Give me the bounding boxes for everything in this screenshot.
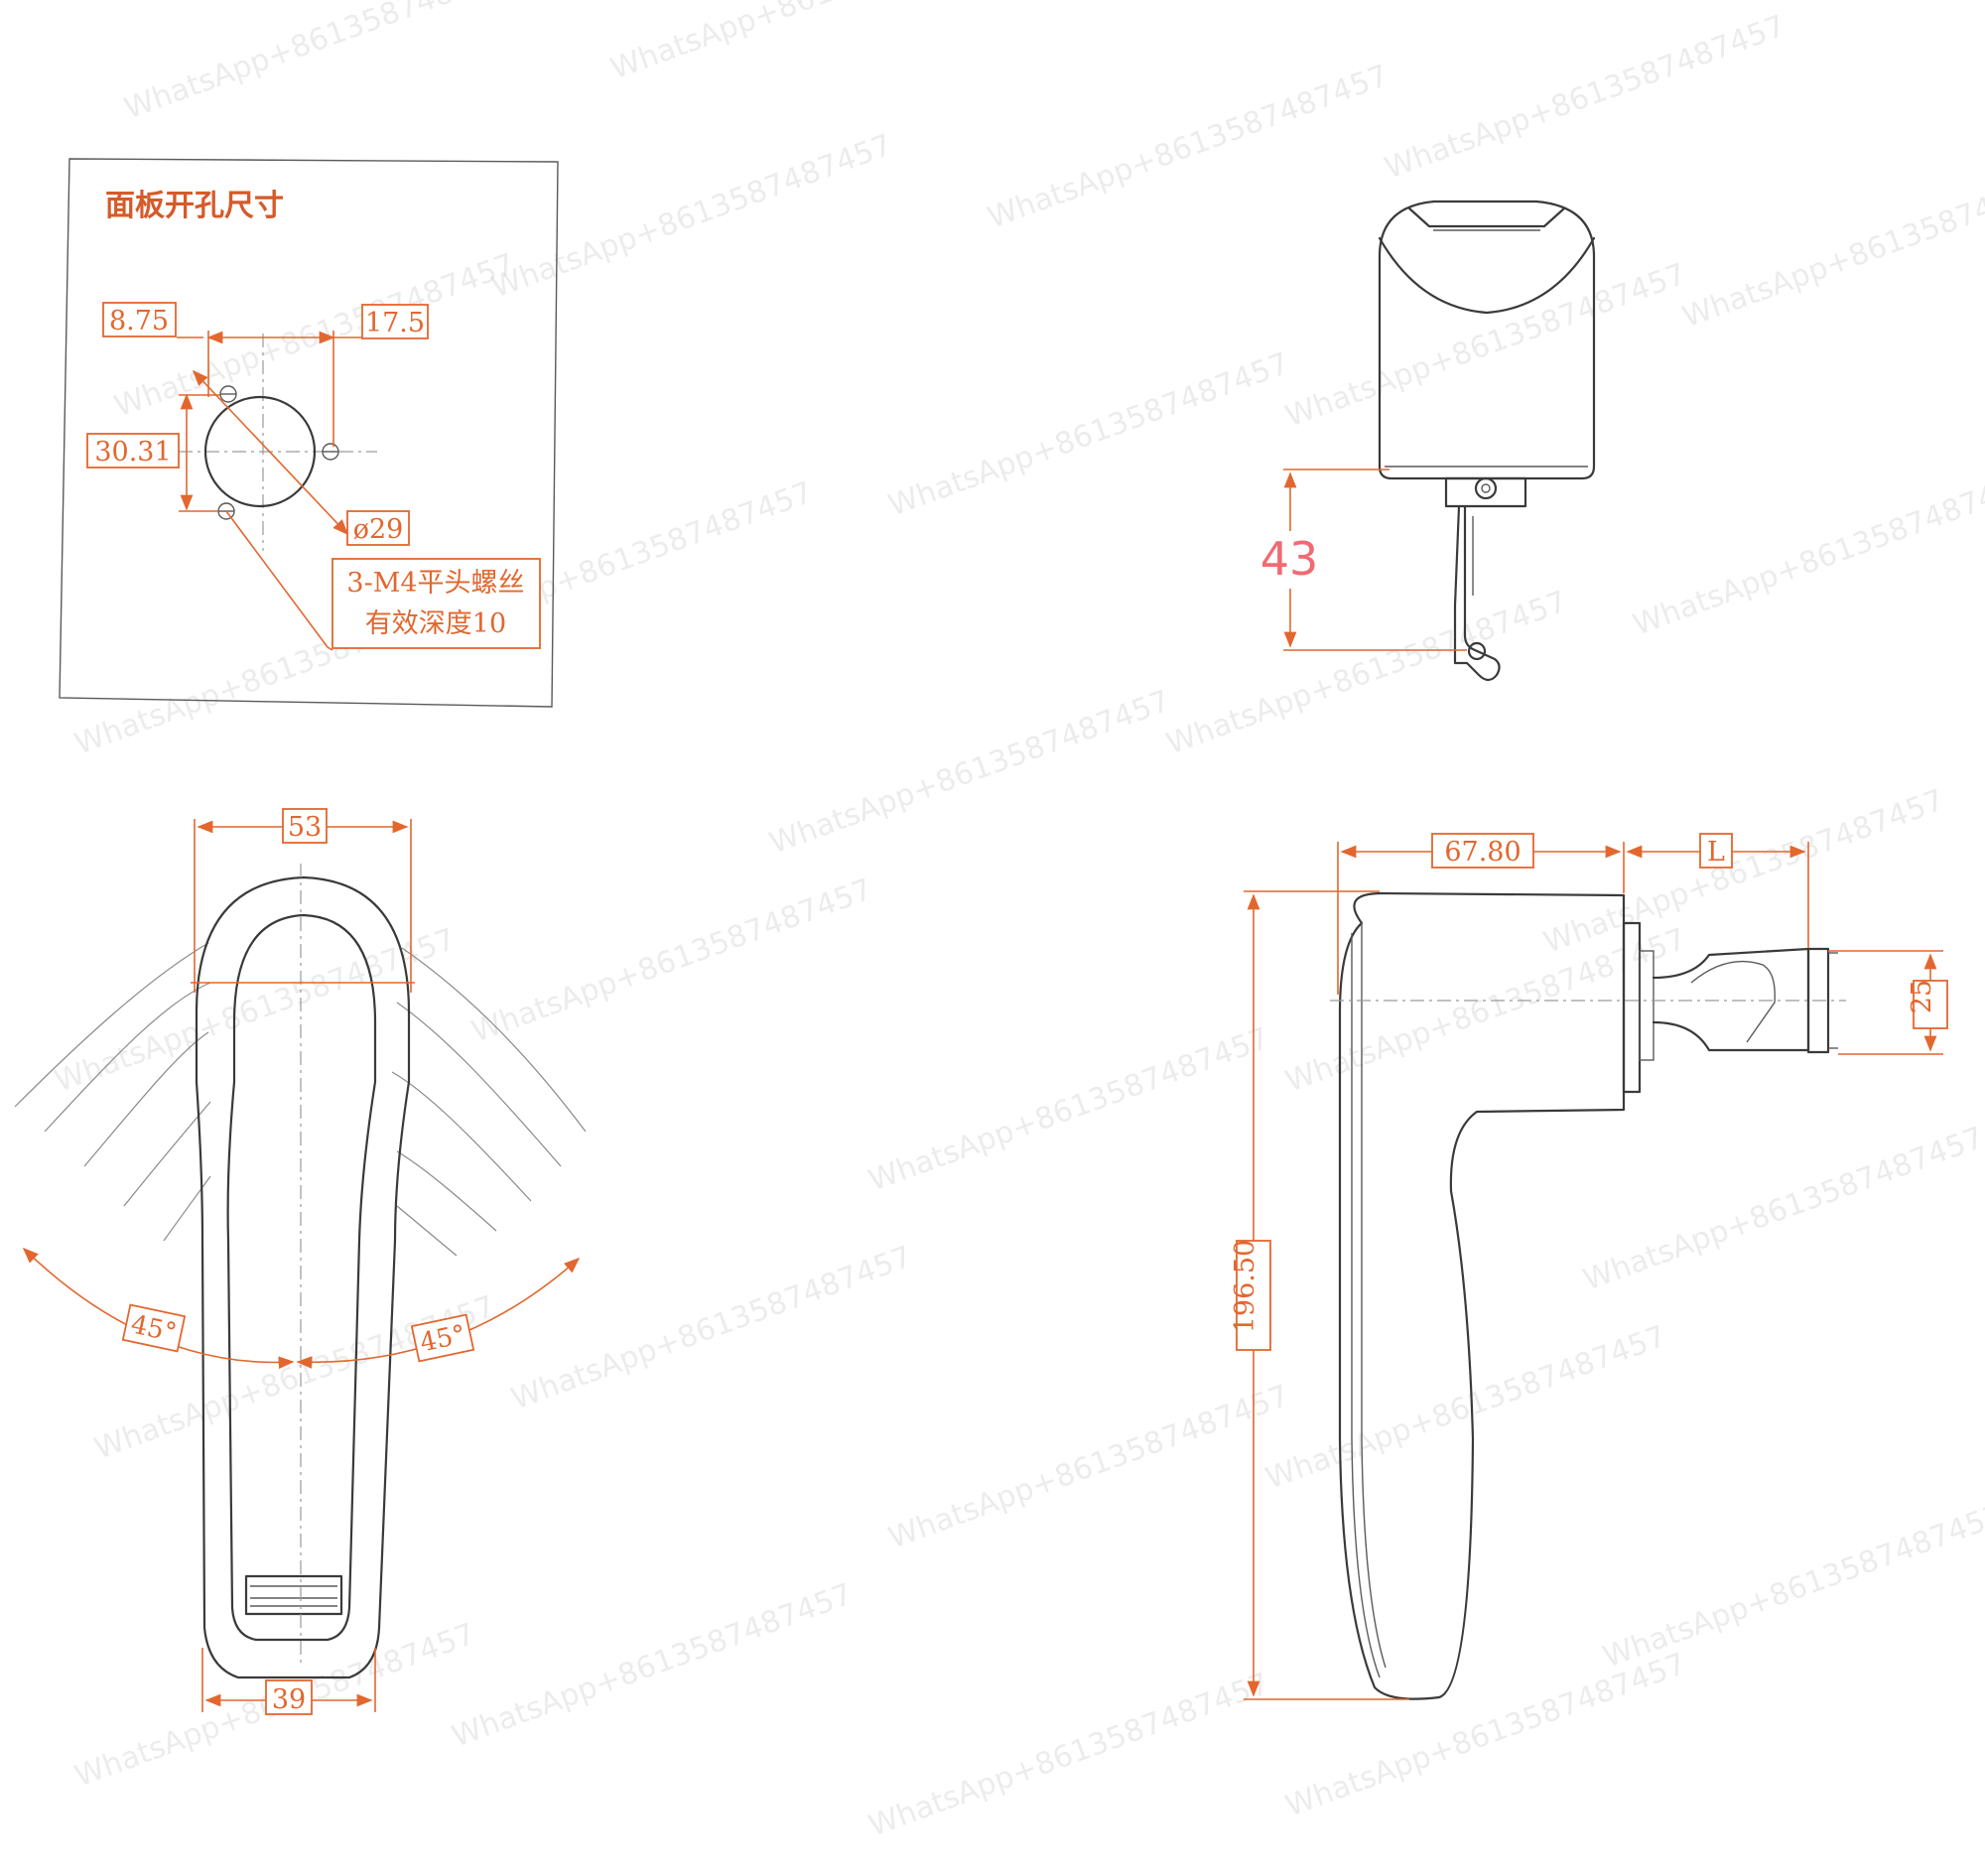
watermark-text: WhatsApp+8613587487457: [1629, 466, 1985, 643]
screw-note-line1: 3-M4平头螺丝: [346, 568, 524, 599]
dim-box-17-5: [361, 304, 429, 339]
dim-box-196-50: [1236, 1240, 1271, 1351]
watermark-text: WhatsApp+8613587487457: [606, 0, 1016, 87]
handle-head-outline: [1378, 200, 1596, 480]
watermark-text: WhatsApp+8613587487457: [448, 1577, 858, 1755]
watermark-text: WhatsApp+8613587487457: [1281, 922, 1691, 1100]
dim-box-25: [1913, 980, 1948, 1029]
watermark-text: WhatsApp+8613587487457: [765, 684, 1175, 862]
dim-box-67-80: [1431, 833, 1534, 869]
front-view: 53 39 45° 45°: [14, 808, 587, 1715]
watermark-text: WhatsApp+8613587487457: [1678, 158, 1985, 335]
watermark-text: WhatsApp+8613587487457: [51, 922, 461, 1100]
watermark-text: WhatsApp+8613587487457: [487, 128, 897, 306]
watermark-text: WhatsApp+8613587487457: [467, 872, 877, 1050]
watermark-text: WhatsApp+8613587487457: [864, 1667, 1274, 1844]
dim-box-30-31: [86, 433, 180, 469]
watermark-text: WhatsApp+8613587487457: [1281, 257, 1691, 435]
dim-box-L: [1699, 833, 1733, 869]
dim-label-196-50: 196.50: [1230, 1240, 1260, 1333]
dim-label-25: 25: [1907, 980, 1937, 1013]
watermark-text: WhatsApp+8613587487457: [1261, 1319, 1671, 1497]
brand-badge: [244, 1574, 343, 1616]
dim-label-39: 39: [272, 1684, 306, 1715]
cam-plate: [1806, 947, 1830, 1054]
head-slot-outer: [1407, 206, 1566, 228]
dim-box-angle-right: [410, 1313, 475, 1363]
cutout-title: 面板开孔尺寸: [105, 189, 284, 223]
watermark-text: WhatsApp+8613587487457: [507, 1240, 917, 1417]
dim-box-39: [265, 1679, 313, 1715]
watermark-text: WhatsApp+8613587487457: [1162, 585, 1572, 762]
panel-cutout-view: 面板开孔尺寸 8.75 17.5 30.31 ø29: [59, 158, 559, 708]
dim-box-53: [282, 808, 328, 844]
screw-note-line2: 有效深度10: [365, 608, 506, 639]
watermark-text: WhatsApp+8613587487457: [120, 0, 530, 127]
dim-box-angle-left: [121, 1303, 187, 1353]
watermark-text: WhatsApp+8613587487457: [1281, 1647, 1691, 1824]
watermark-text: WhatsApp+8613587487457: [1381, 9, 1790, 187]
top-view: 43: [1258, 200, 1596, 682]
dim-box-8-75: [102, 302, 177, 337]
handle-head-face: [1378, 236, 1596, 315]
shaft-fork: [1652, 947, 1810, 1052]
watermark-text: WhatsApp+8613587487457: [884, 346, 1294, 524]
dim-label-67-80: 67.80: [1444, 837, 1521, 868]
watermark-text: WhatsApp+8613587487457: [1539, 783, 1949, 961]
watermark-text: WhatsApp+8613587487457: [1599, 1498, 1985, 1675]
handle-side-outline: [1338, 891, 1626, 1700]
dim-label-30-31: 30.31: [94, 437, 171, 468]
watermark-text: WhatsApp+8613587487457: [884, 1379, 1294, 1556]
handle-front-inner: [226, 913, 377, 1642]
cam-lever: [1453, 504, 1501, 682]
screw-note-box: [331, 558, 541, 649]
dim-label-43: 43: [1260, 532, 1319, 586]
watermark-text: WhatsApp+8613587487457: [1579, 1121, 1985, 1298]
watermark-layer: WhatsApp+8613587487457WhatsApp+861358748…: [51, 0, 1985, 1844]
diameter-leader: [192, 369, 349, 536]
side-view: 67.80 L 196.50 25: [1230, 833, 1948, 1700]
watermark-text: WhatsApp+8613587487457: [984, 59, 1393, 236]
dim-label-L: L: [1707, 837, 1725, 868]
dim-label-diameter: ø29: [353, 514, 404, 545]
handle-front-outline: [195, 875, 411, 1679]
watermark-text: WhatsApp+8613587487457: [864, 1021, 1274, 1199]
screw-note-leader: [225, 510, 333, 651]
dim-label-17-5: 17.5: [365, 308, 425, 338]
dim-label-53: 53: [288, 812, 322, 843]
dim-label-8-75: 8.75: [109, 306, 169, 336]
cutout-frame: [59, 158, 559, 708]
